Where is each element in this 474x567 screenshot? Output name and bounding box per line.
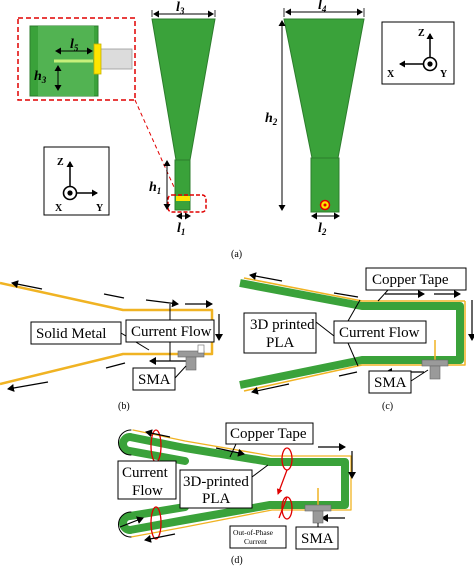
antenna-side-view: l3 h1 l1 (149, 0, 216, 237)
dim-l2: l2 (318, 221, 327, 237)
label-flow-d: Flow (132, 483, 163, 499)
caption-c: (c) (382, 401, 393, 412)
label-pla-c: PLA (266, 335, 295, 351)
panel-c: Copper Tape 3D printed PLA Current Flow … (239, 267, 474, 412)
dim-l4: l4 (318, 0, 327, 14)
dim-l5: l5 (70, 37, 79, 53)
dim-l3: l3 (176, 0, 185, 16)
label-pla-d: PLA (202, 491, 231, 507)
dim-h1: h1 (149, 180, 161, 196)
coordinate-axes-left: Z X Y (43, 146, 110, 216)
label-copper-tape-c: Copper Tape (372, 272, 449, 288)
label-current-flow-c: Current Flow (339, 325, 420, 341)
sma-connector-d (304, 504, 332, 524)
label-copper-tape-d: Copper Tape (230, 426, 307, 442)
dim-l1: l1 (177, 221, 185, 237)
label-current-flow-b: Current Flow (131, 324, 212, 340)
svg-text:Y: Y (440, 69, 448, 80)
sma-connector-c (421, 359, 449, 380)
dim-h2: h2 (265, 111, 278, 127)
label-sma-b: SMA (138, 372, 171, 388)
panel-b: Solid Metal Current Flow SMA (b) (0, 280, 223, 412)
svg-text:Z: Z (57, 157, 64, 168)
svg-text:Z: Z (418, 28, 425, 39)
label-sma-c: SMA (374, 375, 407, 391)
panel-d: Copper Tape Current Flow 3D-printed PLA … (117, 422, 356, 566)
svg-text:Y: Y (96, 203, 104, 214)
sma-connector-b (177, 344, 205, 371)
svg-text:X: X (387, 69, 395, 80)
label-out-of-phase-2: Current (244, 537, 268, 546)
label-sma-d: SMA (301, 531, 334, 547)
label-3d-printed-d: 3D-printed (183, 474, 249, 490)
label-out-of-phase-1: Out-of-Phase (233, 528, 274, 537)
folded-antenna (118, 429, 352, 538)
antenna-front-view: l4 h2 l2 (265, 0, 365, 237)
label-3d-printed-c: 3D printed (250, 317, 315, 333)
label-current-d: Current (122, 465, 169, 481)
caption-d: (d) (231, 555, 243, 566)
feed-zoom-inset: l5 h3 (17, 17, 136, 101)
caption-a: (a) (231, 249, 242, 260)
pla-copper-antenna (239, 277, 466, 392)
caption-b: (b) (118, 401, 130, 412)
svg-text:X: X (55, 203, 63, 214)
coordinate-axes-right: Z X Y (381, 21, 455, 85)
panel-a: l5 h3 l3 h1 l1 (17, 0, 455, 260)
dim-h3: h3 (34, 69, 47, 85)
label-solid-metal: Solid Metal (36, 326, 106, 342)
